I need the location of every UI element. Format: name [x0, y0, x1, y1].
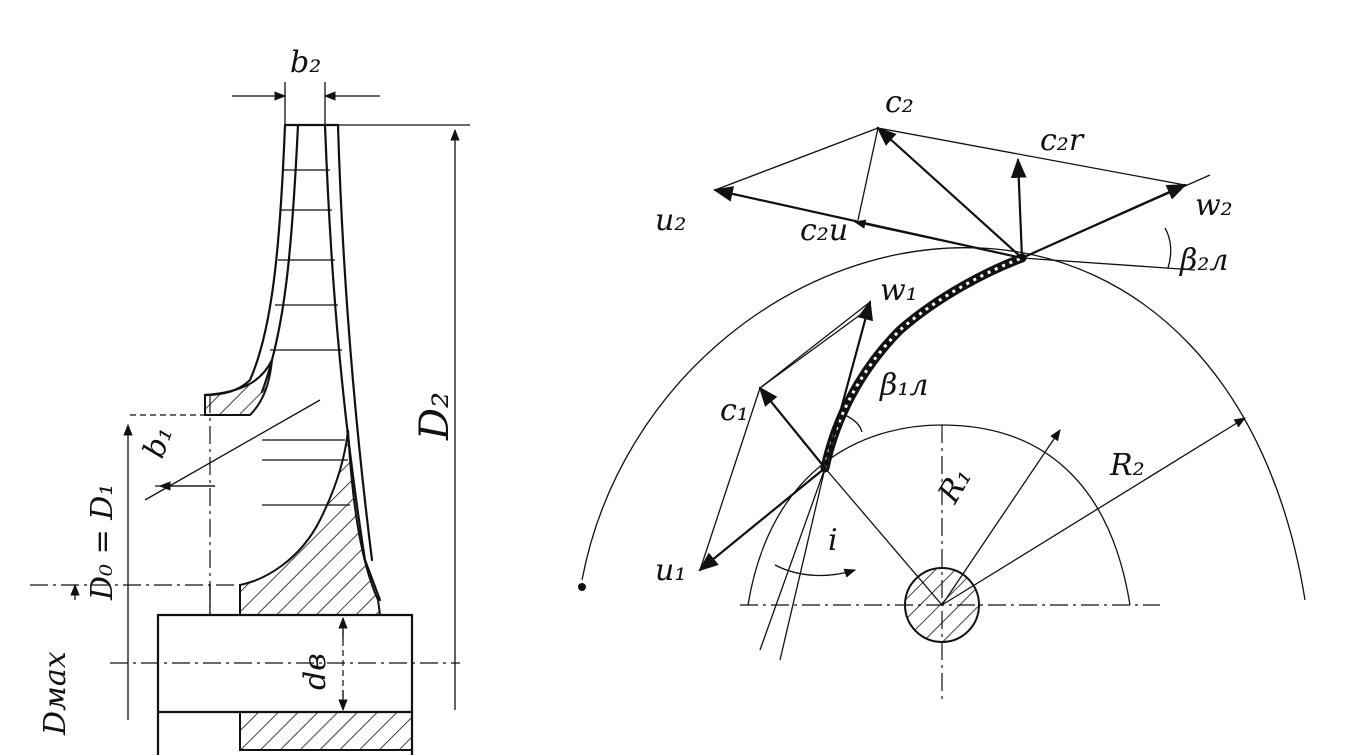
label-w1: w₁: [880, 273, 918, 308]
label-c2: c₂: [885, 85, 914, 120]
label-R2: R₂: [1109, 448, 1145, 483]
meridional-section: b₂ D₂ b₁ D₀ = D₁ Dмаx dв: [30, 45, 470, 755]
label-c2u: c₂u: [800, 213, 848, 248]
cover-hatch: [204, 359, 273, 416]
label-w2: w₂: [1195, 188, 1233, 223]
label-u2: u₂: [655, 203, 686, 238]
label-beta1l: β₁л: [879, 368, 928, 403]
label-b1: b₁: [137, 421, 181, 462]
label-beta2l: β₂л: [1179, 243, 1228, 278]
hub-disk-inner: [336, 123, 374, 562]
label-D2: D₂: [412, 392, 458, 441]
label-c2r: c₂r: [1040, 123, 1085, 158]
velocity-triangles: c₂ c₂r w₂ u₂ c₂u β₂л w₁ c₁ β₁л R₂ R₁ u₁ …: [578, 85, 1306, 700]
hub-sleeve-hatch: [239, 711, 413, 751]
label-b2: b₂: [290, 45, 321, 80]
label-R1: R₁: [931, 462, 979, 510]
label-dv: dв: [298, 653, 333, 690]
blade-profile: [820, 253, 1027, 473]
label-i: i: [828, 523, 838, 558]
label-Dmax: Dмаx: [38, 651, 73, 736]
label-c1: c₁: [720, 393, 749, 428]
shroud-inner-line: [260, 123, 300, 394]
label-D0-D1: D₀ = D₁: [85, 484, 120, 601]
hub-disk-outer: [323, 123, 382, 602]
label-u1: u₁: [655, 553, 686, 588]
hub-hatch: [239, 429, 382, 616]
